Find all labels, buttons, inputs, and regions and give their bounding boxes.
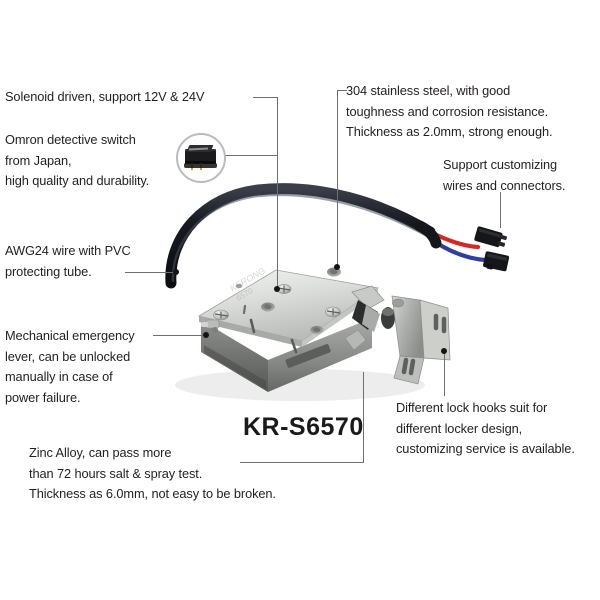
leader-hooks-vertical	[444, 352, 445, 396]
annotation-solenoid-line-1: Solenoid driven, support 12V & 24V	[5, 89, 205, 104]
leader-dot-awg	[173, 269, 179, 275]
annotation-lever-line-3: manually in case of	[5, 369, 113, 384]
leader-steel-horizontal	[337, 90, 347, 91]
micro-switch-icon	[185, 149, 216, 164]
leader-lever-horizontal	[153, 335, 207, 336]
annotation-lock-hooks: Different lock hooks suit for different …	[396, 398, 575, 460]
leader-solenoid-horizontal	[253, 97, 278, 98]
annotation-omron-line-3: high quality and durability.	[5, 173, 150, 188]
leader-solenoid-vertical	[277, 97, 278, 289]
leader-zinc-vertical	[363, 372, 364, 462]
omron-switch-callout	[176, 133, 226, 183]
annotation-hooks-line-1: Different lock hooks suit for	[396, 400, 548, 415]
annotation-solenoid: Solenoid driven, support 12V & 24V	[5, 87, 204, 108]
annotation-wires-line-1: Support customizing	[443, 157, 558, 172]
leader-omron-horizontal	[225, 155, 278, 156]
micro-switch-shadow	[184, 163, 217, 168]
annotation-emergency-lever: Mechanical emergency lever, can be unloc…	[5, 326, 135, 408]
annotation-wires-line-2: wires and connectors.	[443, 177, 566, 193]
annotation-zinc-alloy: Zinc Alloy, can pass more than 72 hours …	[29, 443, 276, 505]
annotation-steel-line-3: Thickness as 2.0mm, strong enough.	[346, 124, 553, 139]
annotation-zinc-line-2: than 72 hours salt & spray test.	[29, 465, 203, 481]
leader-dot-solenoid	[274, 286, 280, 292]
annotation-steel-line-2: toughness and corrosion resistance.	[346, 103, 549, 119]
micro-switch-lever	[188, 147, 209, 150]
annotation-lever-line-2: lever, can be unlocked	[5, 348, 131, 364]
annotation-zinc-line-3: Thickness as 6.0mm, not easy to be broke…	[29, 486, 276, 501]
annotation-lever-line-4: power failure.	[5, 389, 81, 405]
leader-wires-vertical	[500, 192, 501, 228]
annotation-awg-line-1: AWG24 wire with PVC	[5, 243, 131, 258]
annotation-stainless-steel: 304 stainless steel, with good toughness…	[346, 81, 553, 143]
annotation-hooks-line-3: customizing service is available.	[396, 441, 575, 456]
model-number-label: KR-S6570	[243, 413, 364, 441]
annotation-lever-line-1: Mechanical emergency	[5, 328, 135, 343]
annotation-awg24-wire: AWG24 wire with PVC protecting tube.	[5, 241, 131, 282]
leader-steel-vertical	[337, 90, 338, 268]
annotation-steel-line-1: 304 stainless steel, with good	[346, 83, 511, 98]
leader-zinc-horizontal	[240, 462, 364, 463]
annotation-custom-wires: Support customizing wires and connectors…	[443, 155, 565, 196]
annotation-zinc-line-1: Zinc Alloy, can pass more	[29, 445, 172, 460]
annotation-omron-line-2: from Japan,	[5, 152, 72, 168]
annotation-omron-switch: Omron detective switch from Japan, high …	[5, 130, 149, 192]
leader-dot-steel	[334, 264, 340, 270]
leader-awg-horizontal	[125, 272, 176, 273]
leader-dot-lever	[203, 332, 209, 338]
annotation-awg-line-2: protecting tube.	[5, 263, 92, 279]
annotation-omron-line-1: Omron detective switch	[5, 132, 136, 147]
annotation-hooks-line-2: different locker design,	[396, 420, 523, 436]
leader-dot-hooks	[441, 348, 447, 354]
